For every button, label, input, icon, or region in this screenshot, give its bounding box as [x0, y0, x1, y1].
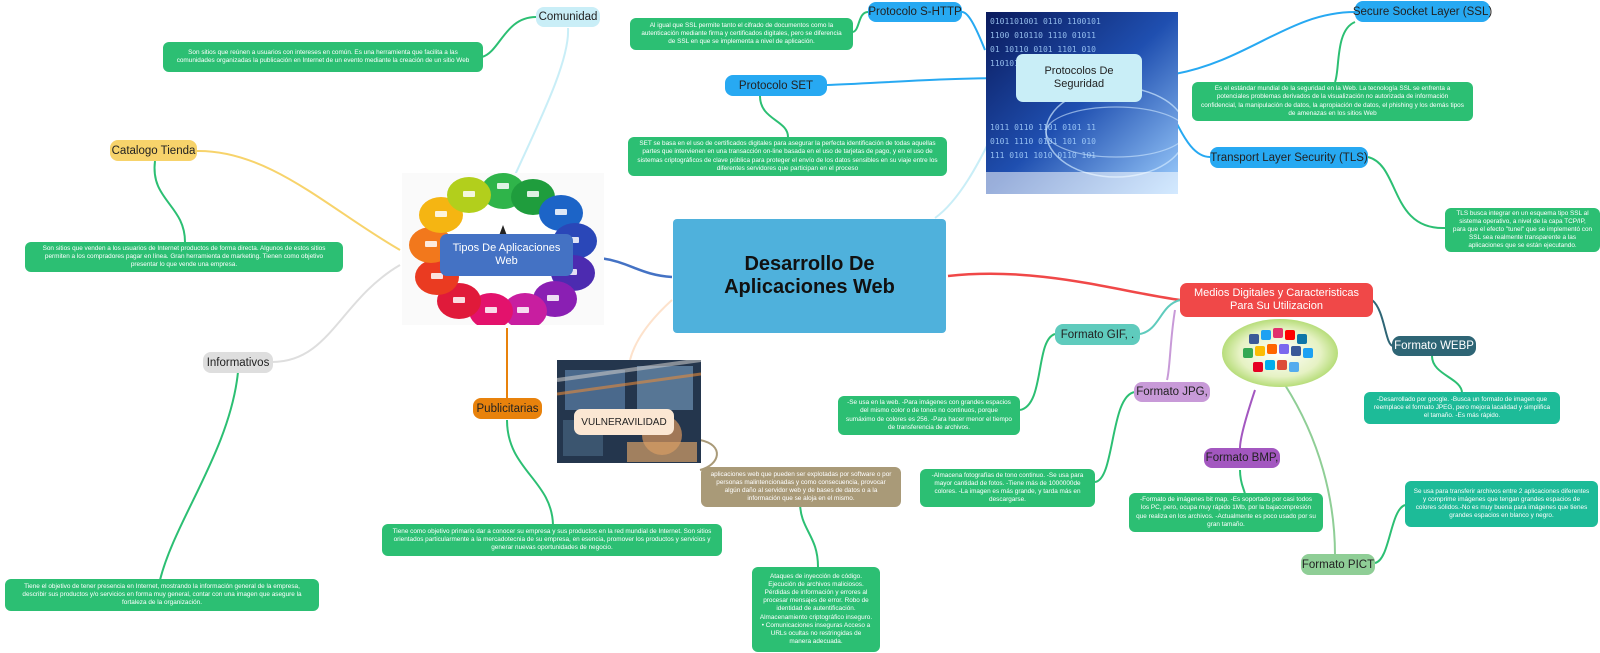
jpg-node[interactable]: Formato JPG,	[1134, 382, 1210, 402]
link-central-medios	[947, 272, 1181, 302]
svg-text:0101 1110 0101 101 010: 0101 1110 0101 101 010	[990, 137, 1096, 146]
gif-node[interactable]: Formato GIF, .	[1055, 324, 1140, 345]
link-central-vulnerabilidad	[629, 299, 673, 361]
gif-desc: -Se usa en la web. -Para imágenes con gr…	[838, 396, 1020, 435]
bmp-desc: -Formato de imágenes bit map. -Es soport…	[1129, 493, 1323, 532]
link-medios-pict	[1284, 384, 1336, 556]
tls-node[interactable]: Transport Layer Security (TLS)	[1210, 147, 1368, 168]
set-desc: SET se basa en el uso de certificados di…	[628, 137, 947, 176]
comunidad-desc: Son sitios que reúnen a usuarios con int…	[163, 42, 483, 72]
link-ssl-desc	[1334, 21, 1356, 83]
link-vuln-desc	[699, 439, 718, 471]
jpg-desc: -Almacena fotografías de tono continuo. …	[920, 469, 1095, 507]
link-medios-jpg	[1166, 309, 1176, 381]
link-protocolos-tls	[1174, 119, 1211, 158]
link-pict-desc	[1374, 504, 1406, 564]
link-protocolos-set	[826, 77, 1016, 86]
pict-desc: Se usa para transferir archivos entre 2 …	[1405, 481, 1598, 527]
medios-title[interactable]: Medios Digitales y Caracteristicas Para …	[1180, 283, 1373, 317]
link-protocolos-shttp	[961, 11, 986, 51]
webp-desc: -Desarrollado por google. -Busca un form…	[1364, 392, 1560, 424]
vulnerabilidad-title[interactable]: VULNERAVILIDAD	[574, 409, 674, 435]
link-shttp-desc	[852, 11, 869, 33]
set-node[interactable]: Protocolo SET	[725, 75, 827, 96]
link-bmp-desc	[1239, 469, 1246, 496]
tipos-title[interactable]: Tipos De Aplicaciones Web	[440, 234, 573, 276]
link-tipos-comunidad	[514, 27, 570, 176]
catalogo-node[interactable]: Catalogo Tienda	[110, 140, 197, 161]
ssl-node[interactable]: Secure Socket Layer (SSL)	[1353, 1, 1492, 22]
link-catalogo-desc	[153, 160, 186, 243]
svg-text:0101101001 0110 1100101: 0101101001 0110 1100101	[990, 17, 1101, 26]
link-tls-desc	[1367, 156, 1446, 230]
bmp-node[interactable]: Formato BMP,	[1204, 448, 1280, 468]
shttp-node[interactable]: Protocolo S-HTTP	[868, 2, 962, 22]
svg-text:1011 0110 1101 0101 11: 1011 0110 1101 0101 11	[990, 123, 1096, 132]
informativos-desc: Tiene el objetivo de tener presencia en …	[5, 579, 319, 611]
ataques-desc: Ataques de inyección de código. Ejecució…	[752, 567, 880, 652]
social-icons-flower-graphic	[409, 173, 597, 325]
central-topic[interactable]: Desarrollo De Aplicaciones Web	[673, 219, 946, 333]
link-medios-gif	[1139, 299, 1181, 335]
link-set-desc	[759, 95, 789, 138]
link-protocolos-ssl	[1174, 11, 1356, 75]
medios-image	[1221, 318, 1339, 388]
link-tipos-informativos	[271, 264, 401, 363]
tls-desc: TLS busca integrar en un esquema tipo SS…	[1445, 208, 1600, 252]
shttp-desc: Al igual que SSL permite tanto el cifrad…	[630, 18, 853, 50]
social-media-cluster-graphic	[1222, 319, 1338, 387]
publicitarias-node[interactable]: Publicitarias	[473, 398, 542, 419]
svg-text:01 10110 0101 1101 010: 01 10110 0101 1101 010	[990, 45, 1096, 54]
ssl-desc: Es el estándar mundial de la seguridad e…	[1192, 82, 1473, 121]
webp-node[interactable]: Formato WEBP	[1392, 336, 1476, 356]
link-publicitarias-desc	[506, 419, 554, 526]
link-central-tipos	[599, 256, 673, 279]
vulnerabilidad-desc: aplicaciones web que pueden ser explotad…	[701, 467, 901, 507]
protocolos-title[interactable]: Protocolos De Seguridad	[1016, 54, 1142, 102]
pict-node[interactable]: Formato PICT	[1301, 554, 1375, 575]
informativos-node[interactable]: Informativos	[203, 352, 273, 373]
catalogo-desc: Son sitios que venden a los usuarios de …	[25, 242, 343, 272]
link-medios-webp	[1371, 299, 1394, 347]
link-medios-bmp	[1239, 389, 1256, 449]
svg-text:111 0101 1010 0110 101: 111 0101 1010 0110 101	[990, 151, 1096, 160]
comunidad-node[interactable]: Comunidad	[536, 7, 600, 27]
link-informativos-desc	[159, 371, 239, 581]
link-webp-desc	[1431, 355, 1463, 394]
svg-text:1100 010110 1110 01011: 1100 010110 1110 01011	[990, 31, 1096, 40]
protocolos-image: 0101101001 0110 1100101 1100 010110 1110…	[986, 12, 1178, 194]
link-comunidad-desc	[481, 16, 537, 58]
binary-globe-graphic: 0101101001 0110 1100101 1100 010110 1110…	[986, 12, 1178, 194]
link-tipos-catalogo	[196, 149, 401, 251]
link-jpg-desc	[1094, 391, 1136, 483]
publicitarias-desc: Tiene como objetivo primario dar a conoc…	[382, 524, 722, 556]
link-gif-desc	[1019, 333, 1056, 411]
link-vulndesc-ataques	[799, 501, 819, 568]
